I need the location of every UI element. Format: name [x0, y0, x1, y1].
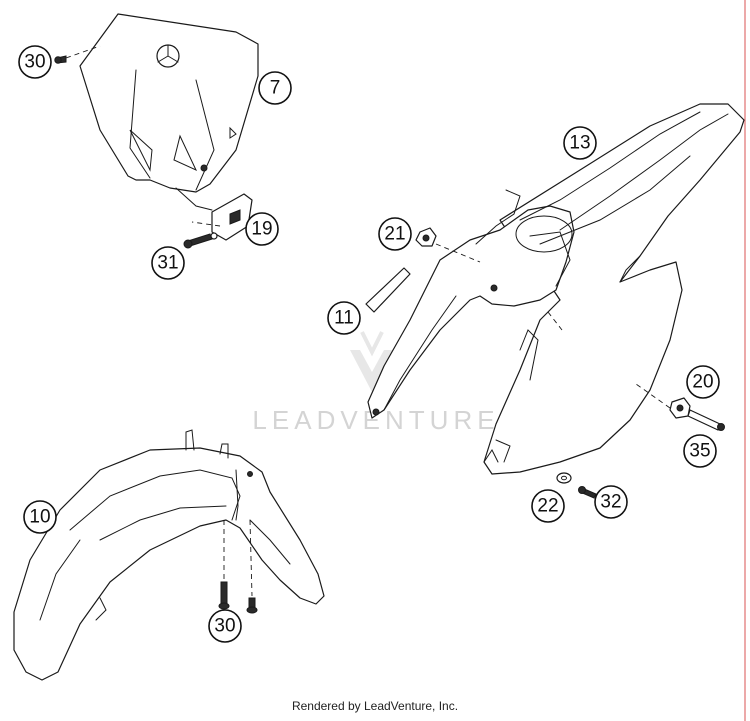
number-plate-part-7[interactable] — [79, 13, 259, 211]
callout-22[interactable]: 22 — [531, 489, 565, 523]
callout-30-bottom[interactable]: 30 — [208, 609, 242, 643]
svg-text:30: 30 — [214, 616, 235, 637]
decal-part-11[interactable] — [365, 267, 411, 313]
svg-text:35: 35 — [689, 441, 710, 462]
bracket-part-19[interactable] — [191, 193, 253, 241]
callout-35[interactable]: 35 — [683, 434, 717, 468]
svg-text:21: 21 — [384, 224, 405, 245]
callout-32[interactable]: 32 — [594, 485, 628, 519]
svg-text:11: 11 — [334, 308, 354, 329]
svg-text:32: 32 — [600, 492, 621, 513]
callout-10[interactable]: 10 — [23, 500, 57, 534]
callout-31[interactable]: 31 — [151, 246, 185, 280]
callout-7[interactable]: 7 — [258, 71, 292, 105]
svg-text:30: 30 — [24, 52, 45, 73]
screw-part-31[interactable] — [183, 232, 218, 249]
footer-credit: Rendered by LeadVenture, Inc. — [291, 699, 459, 713]
svg-text:13: 13 — [569, 133, 590, 154]
callout-11[interactable]: 11 — [327, 301, 361, 335]
screw-part-35[interactable] — [687, 409, 725, 431]
nut-part-21[interactable] — [415, 227, 563, 331]
screw-part-30-bottom[interactable] — [218, 581, 258, 614]
callout-20[interactable]: 20 — [686, 365, 720, 399]
svg-text:19: 19 — [251, 219, 272, 240]
svg-text:10: 10 — [29, 507, 50, 528]
callout-21[interactable]: 21 — [378, 217, 412, 251]
front-fender-part-10[interactable] — [13, 429, 325, 681]
callout-19[interactable]: 19 — [245, 212, 279, 246]
screw-part-32[interactable] — [578, 486, 597, 499]
svg-text:7: 7 — [270, 78, 281, 99]
svg-text:22: 22 — [537, 496, 558, 517]
svg-text:31: 31 — [157, 253, 178, 274]
rear-fender-part-13[interactable] — [367, 103, 745, 475]
screw-part-30-top[interactable] — [54, 45, 101, 64]
washer-part-22[interactable] — [556, 472, 572, 484]
svg-text:20: 20 — [692, 372, 713, 393]
callout-13[interactable]: 13 — [563, 126, 597, 160]
callout-30-top[interactable]: 30 — [18, 45, 52, 79]
nut-part-20[interactable] — [635, 383, 691, 419]
watermark-logo-icon — [350, 331, 394, 392]
